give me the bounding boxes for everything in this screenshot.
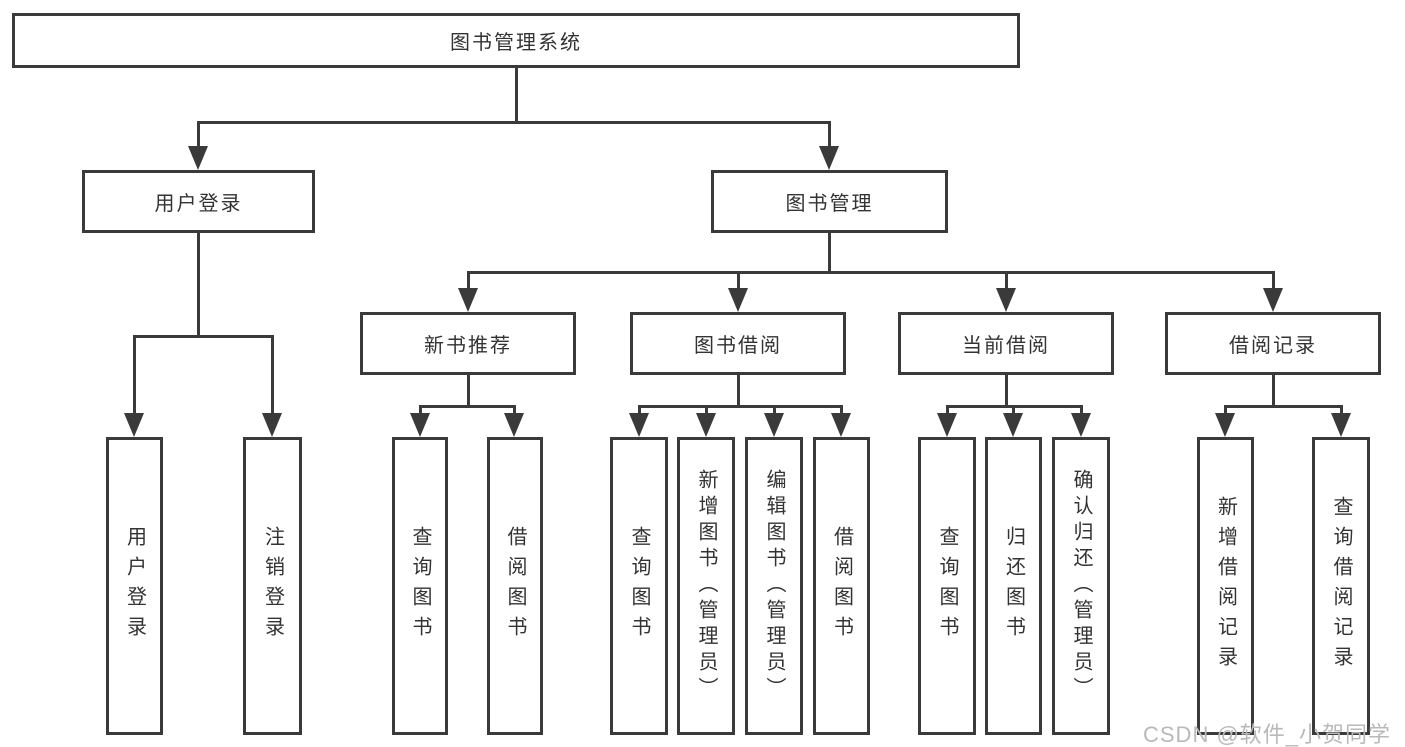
connector	[419, 405, 422, 415]
arrowhead-icon	[1263, 288, 1283, 312]
connector	[467, 375, 470, 407]
arrowhead-icon	[937, 413, 957, 437]
node-label: 查询图书	[936, 526, 958, 646]
arrowhead-icon	[262, 413, 282, 437]
node-leaf-bb-query-books: 查询图书	[610, 437, 668, 735]
connector	[197, 233, 200, 337]
arrowhead-icon	[1331, 413, 1351, 437]
connector	[467, 271, 1275, 274]
connector	[1012, 405, 1015, 415]
node-label: 注销登录	[261, 526, 284, 646]
connector	[197, 121, 200, 150]
node-label: 归还图书	[1002, 526, 1025, 646]
node-label: 查询图书	[409, 526, 431, 646]
node-label: 借阅图书	[504, 526, 526, 646]
node-label: 图书借阅	[694, 335, 782, 357]
connector	[271, 335, 274, 415]
node-label: 新增借阅记录	[1214, 496, 1237, 676]
node-label: 新增图书（管理员）	[695, 469, 717, 703]
node-leaf-logout: 注销登录	[243, 437, 302, 735]
connector	[419, 405, 516, 408]
connector	[133, 335, 274, 338]
node-label: 借阅图书	[830, 526, 853, 646]
node-label: 图书管理系统	[450, 32, 582, 54]
arrowhead-icon	[1071, 413, 1091, 437]
node-book-management: 图书管理	[711, 170, 948, 233]
node-label: 借阅记录	[1229, 335, 1317, 357]
connector	[1080, 405, 1083, 415]
node-leaf-br-add-record: 新增借阅记录	[1197, 437, 1254, 735]
arrowhead-icon	[764, 413, 784, 437]
node-leaf-user-login: 用户登录	[106, 437, 163, 735]
connector	[828, 121, 831, 150]
arrowhead-icon	[1215, 413, 1235, 437]
node-label: 用户登录	[154, 193, 243, 215]
node-label: 编辑图书（管理员）	[763, 469, 785, 703]
arrowhead-icon	[124, 413, 144, 437]
node-new-book-recommend: 新书推荐	[360, 312, 576, 375]
connector	[840, 405, 843, 415]
connector	[197, 121, 831, 124]
connector	[737, 271, 740, 290]
arrowhead-icon	[458, 288, 478, 312]
connector	[705, 405, 708, 415]
connector	[1340, 405, 1343, 415]
node-label: 用户登录	[123, 526, 146, 646]
node-leaf-cb-return-books: 归还图书	[985, 437, 1042, 735]
connector	[515, 68, 518, 123]
node-current-borrow: 当前借阅	[898, 312, 1114, 375]
node-leaf-rec-query-books: 查询图书	[392, 437, 448, 735]
arrowhead-icon	[1003, 413, 1023, 437]
watermark: CSDN @软件_小贺同学	[1143, 722, 1392, 747]
node-label: 新书推荐	[424, 335, 512, 357]
node-label: 当前借阅	[962, 335, 1050, 357]
node-label: 查询图书	[628, 526, 650, 646]
arrowhead-icon	[819, 146, 839, 170]
node-label: 确认归还（管理员）	[1070, 469, 1092, 703]
connector	[946, 405, 949, 415]
node-leaf-bb-add-books: 新增图书（管理员）	[677, 437, 735, 735]
node-borrow-records: 借阅记录	[1165, 312, 1381, 375]
connector	[638, 405, 641, 415]
node-book-borrow: 图书借阅	[630, 312, 846, 375]
arrowhead-icon	[504, 413, 524, 437]
node-library-system: 图书管理系统	[12, 13, 1020, 68]
node-user-login: 用户登录	[82, 170, 315, 233]
arrowhead-icon	[696, 413, 716, 437]
connector	[638, 405, 843, 408]
connector	[1224, 405, 1343, 408]
connector	[1272, 271, 1275, 290]
arrowhead-icon	[188, 146, 208, 170]
arrowhead-icon	[831, 413, 851, 437]
node-leaf-cb-confirm-return: 确认归还（管理员）	[1052, 437, 1110, 735]
node-label: 查询借阅记录	[1330, 496, 1352, 676]
arrowhead-icon	[996, 288, 1016, 312]
connector	[773, 405, 776, 415]
connector	[467, 271, 470, 290]
arrowhead-icon	[629, 413, 649, 437]
node-leaf-bb-borrow-books: 借阅图书	[813, 437, 870, 735]
node-leaf-cb-query-books: 查询图书	[918, 437, 976, 735]
connector	[1005, 271, 1008, 290]
node-leaf-br-query-record: 查询借阅记录	[1312, 437, 1370, 735]
connector	[828, 233, 831, 274]
connector	[133, 335, 136, 415]
connector	[513, 405, 516, 415]
connector	[1272, 375, 1275, 407]
node-leaf-bb-edit-books: 编辑图书（管理员）	[745, 437, 803, 735]
arrowhead-icon	[410, 413, 430, 437]
connector	[1005, 375, 1008, 407]
node-leaf-rec-borrow-books: 借阅图书	[487, 437, 543, 735]
node-label: 图书管理	[785, 193, 874, 215]
arrowhead-icon	[728, 288, 748, 312]
connector	[1224, 405, 1227, 415]
connector	[737, 375, 740, 407]
